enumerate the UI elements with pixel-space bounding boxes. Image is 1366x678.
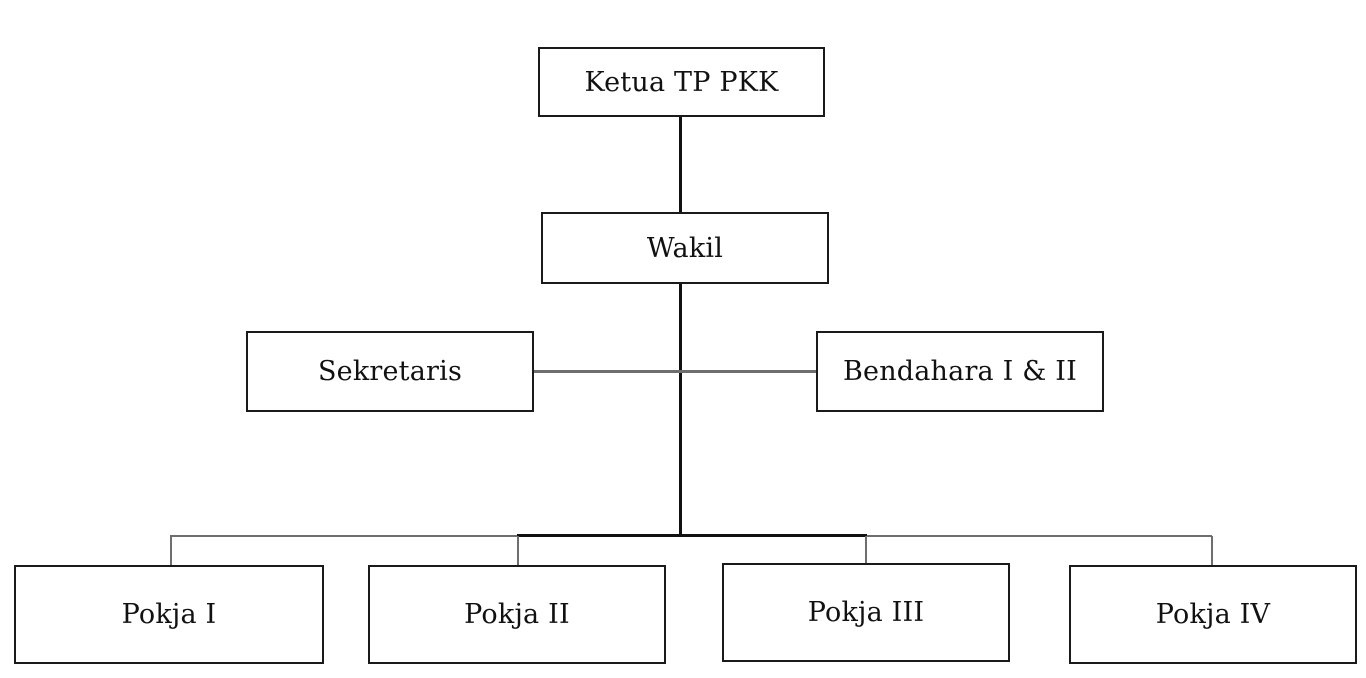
node-ketua-label: Ketua TP PKK [584,66,779,98]
node-pokja-3-label: Pokja III [807,597,925,628]
connector-drop-pokja-2 [517,536,519,565]
node-pokja-4: Pokja IV [1069,565,1357,664]
node-wakil-label: Wakil [646,232,724,264]
connector-drop-pokja-1 [170,536,172,565]
node-wakil: Wakil [541,212,829,284]
node-bendahara-label: Bendahara I & II [842,356,1078,387]
node-ketua: Ketua TP PKK [538,47,825,117]
connector-bus-right [867,535,1212,537]
node-pokja-1: Pokja I [14,565,324,664]
node-pokja-2-label: Pokja II [464,599,570,630]
node-sekretaris-label: Sekretaris [317,356,463,387]
node-pokja-4-label: Pokja IV [1155,599,1271,630]
connector-bus-center [517,534,867,537]
connector-wakil-trunk [679,284,682,537]
node-pokja-3: Pokja III [722,563,1010,662]
node-sekretaris: Sekretaris [246,331,534,412]
connector-drop-pokja-4 [1211,536,1213,565]
connector-bus-left [170,535,517,537]
node-bendahara: Bendahara I & II [816,331,1104,412]
node-pokja-1-label: Pokja I [121,599,217,630]
connector-sekretaris-bendahara [534,370,816,373]
node-pokja-2: Pokja II [368,565,666,664]
connector-drop-pokja-3 [865,536,867,563]
connector-ketua-wakil [679,117,682,212]
